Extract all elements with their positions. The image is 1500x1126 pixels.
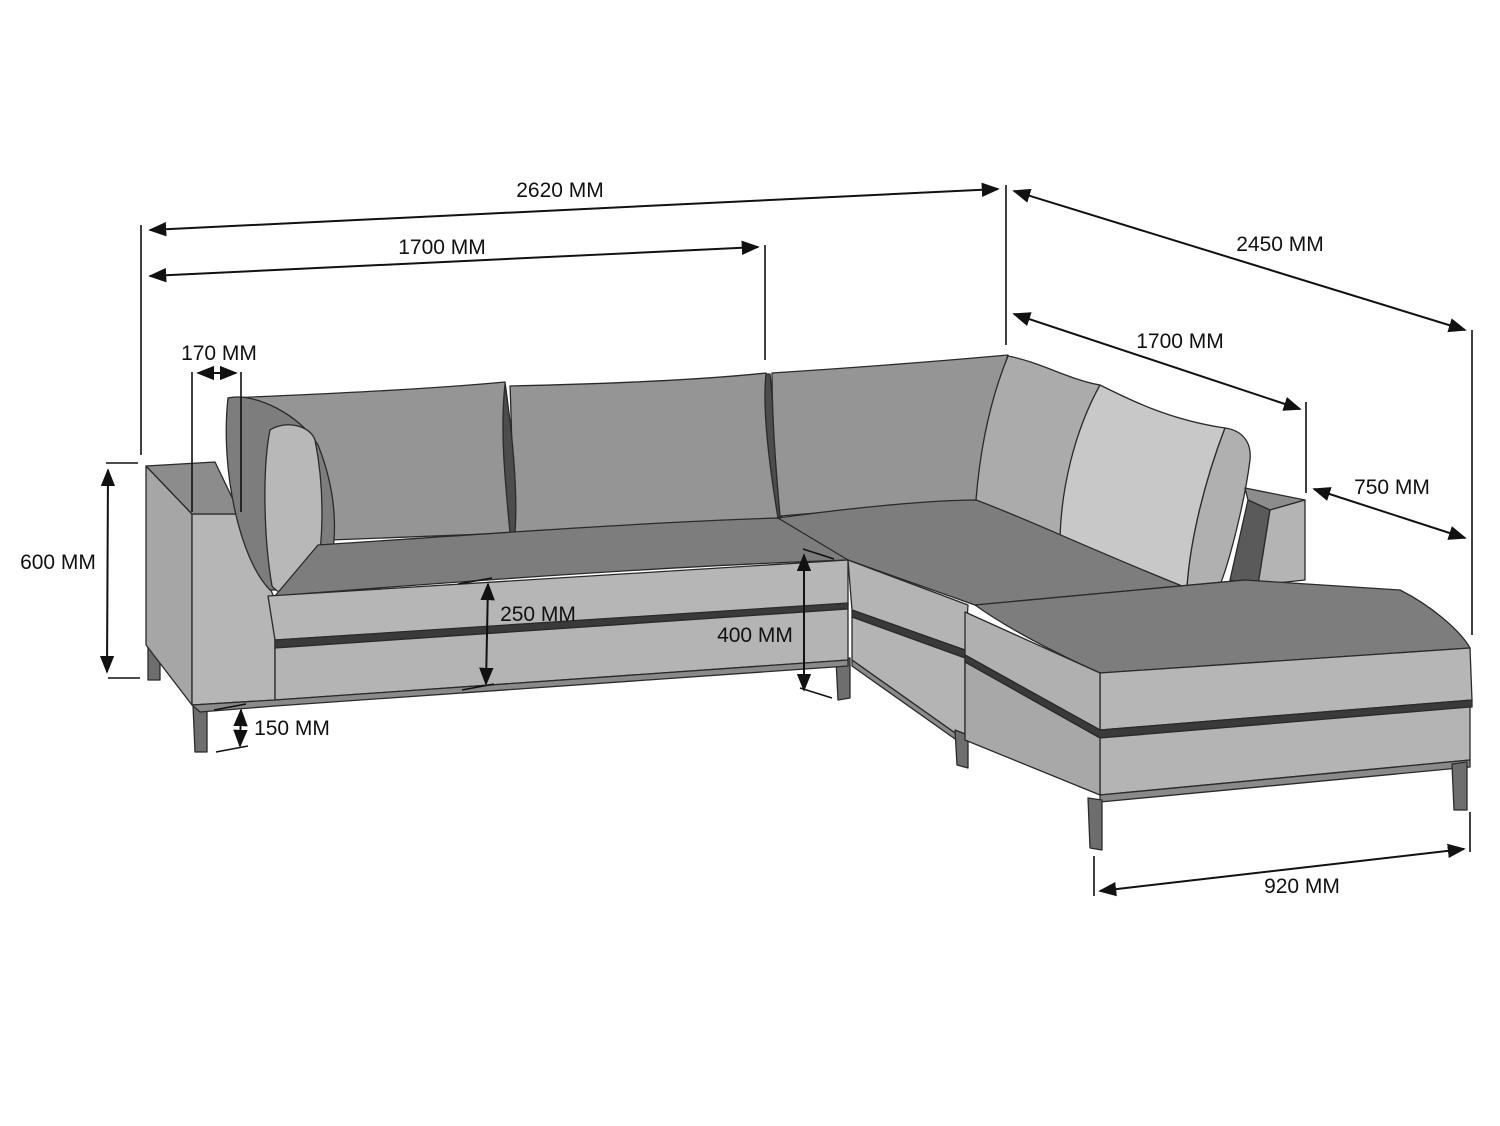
dim-ottoman-width: 920 MM <box>1093 812 1471 898</box>
corner-seat-top <box>777 499 1246 606</box>
label-ottoman-depth: 750 MM <box>1354 476 1430 499</box>
back-cushion-left-2 <box>509 372 779 534</box>
right-armrest-front <box>1257 499 1306 586</box>
dim-right-section-depth: 1700 MM <box>1012 312 1307 493</box>
label-right-section-depth: 1700 MM <box>1136 330 1224 353</box>
dim-leg-height: 150 MM <box>213 703 330 753</box>
dim-total-height: 600 MM <box>20 462 140 679</box>
ottoman-leg-front-left <box>1087 797 1103 851</box>
label-total-width: 2620 MM <box>516 179 604 202</box>
label-total-height: 600 MM <box>20 551 96 574</box>
dim-total-width: 2620 MM <box>140 179 1007 455</box>
dim-left-section-width: 1700 MM <box>148 236 766 360</box>
label-left-section-width: 1700 MM <box>398 236 486 259</box>
back-cushion-corner <box>771 354 1009 517</box>
label-leg-height: 150 MM <box>254 717 330 740</box>
label-ottoman-width: 920 MM <box>1264 875 1340 898</box>
sofa-illustration <box>145 354 1473 851</box>
label-total-depth: 2450 MM <box>1236 233 1324 256</box>
ottoman-leg-front-right <box>1451 761 1468 811</box>
dim-seat-cushion-height: 250 MM <box>457 577 576 691</box>
dim-seat-height: 400 MM <box>717 548 835 699</box>
label-armrest-width: 170 MM <box>181 342 257 365</box>
label-seat-cushion-height: 250 MM <box>500 603 576 626</box>
dim-total-depth: 2450 MM <box>1012 188 1473 635</box>
dimension-annotations: 2620 MM 1700 MM 2450 MM 1700 MM 750 MM <box>20 179 1473 898</box>
back-cushion-right-3 <box>1186 427 1251 589</box>
label-seat-height: 400 MM <box>717 624 793 647</box>
dim-ottoman-depth: 750 MM <box>1312 476 1467 540</box>
dim-armrest-width: 170 MM <box>181 342 257 512</box>
